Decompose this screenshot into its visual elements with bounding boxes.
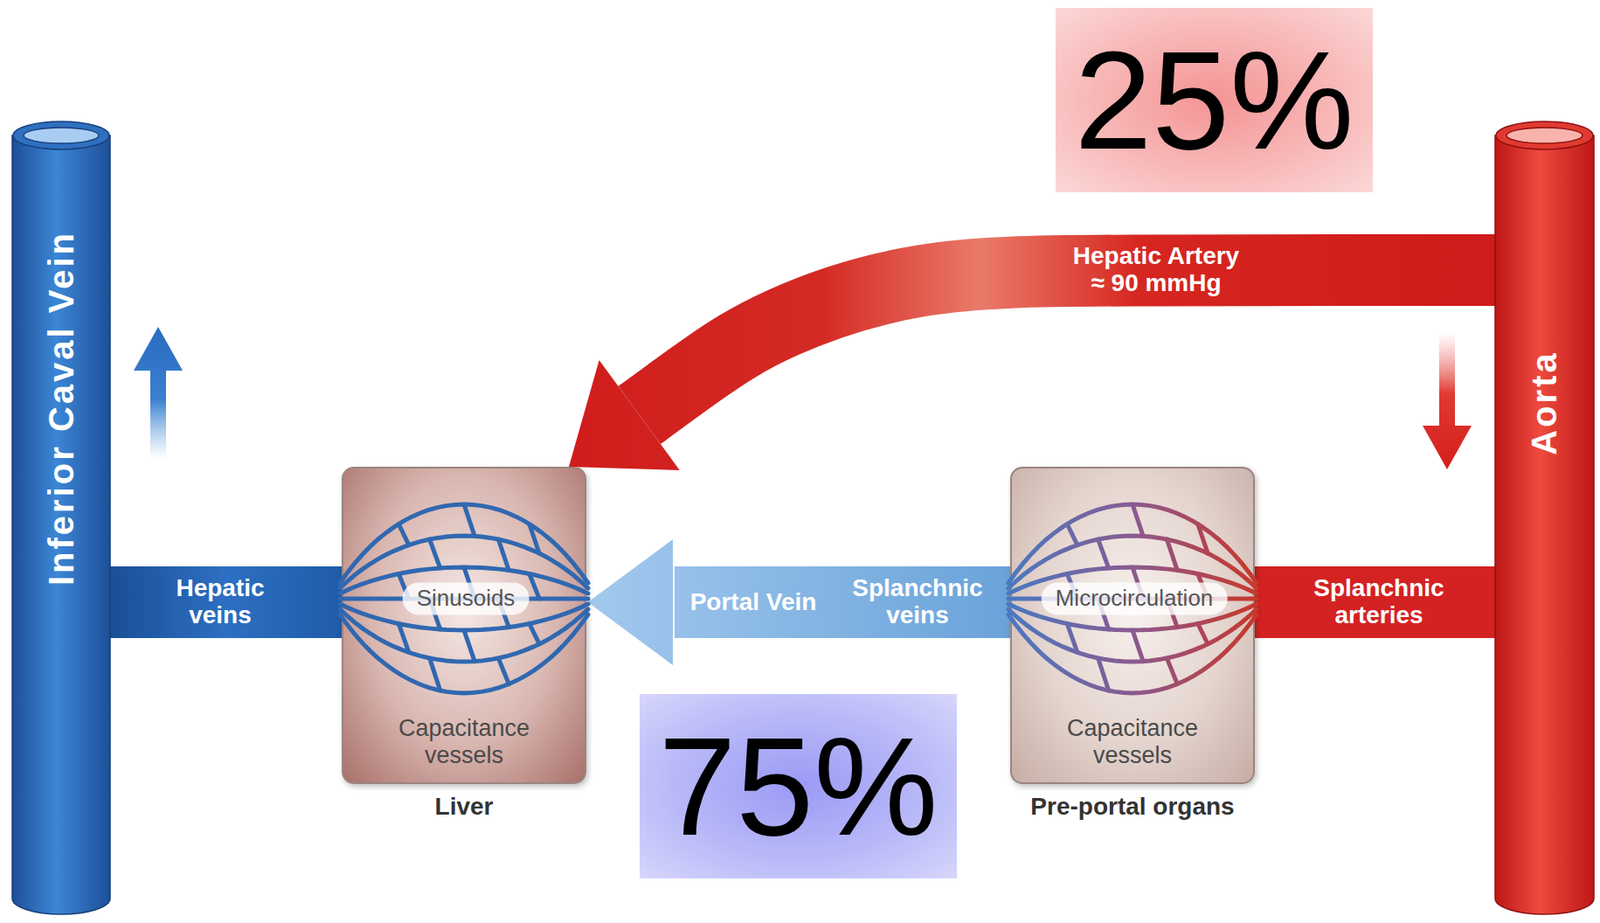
vein-tube: Inferior Caval Vein: [12, 109, 111, 918]
vessel-link: [429, 539, 441, 568]
tube-body: [12, 135, 111, 915]
flow-down-arrow: [1422, 332, 1472, 470]
vessel-link: [529, 623, 540, 645]
arrow-head: [568, 360, 680, 471]
vessel-label: Hepatic Artery ≈ 90 mmHg: [1066, 242, 1247, 298]
organ-box: Capacitance vesselsPre-portal organsMicr…: [1010, 466, 1255, 784]
vessel-line: [339, 614, 589, 693]
flow-share: 75%: [658, 716, 938, 857]
vessel-link: [429, 658, 441, 691]
percent-box: 25%: [1055, 7, 1373, 193]
vessel-link: [464, 630, 475, 662]
vessel-link: [398, 623, 409, 653]
vessel-link: [498, 658, 509, 685]
vessel-pill: Sinusoids: [402, 581, 530, 615]
vessel-band: [110, 566, 342, 638]
artery-tube: Aorta: [1495, 109, 1594, 918]
vessel-caption: Capacitance vessels: [372, 714, 556, 769]
tube-shape: [1495, 109, 1594, 918]
vessel-link: [1166, 658, 1178, 685]
tube-rim: [1496, 121, 1594, 150]
flow-up-arrow: [133, 326, 183, 459]
vessel-name: Aorta: [1524, 350, 1565, 455]
vessel-link: [1198, 524, 1208, 555]
vessel-link: [1066, 623, 1078, 653]
vessel-name: Inferior Caval Vein: [41, 230, 82, 586]
vessel-link: [1166, 539, 1178, 570]
vessel-line: [1008, 609, 1257, 662]
vessel-link: [1098, 658, 1109, 691]
tube-body: [1495, 135, 1594, 915]
vessel-pill: Microcirculation: [1041, 581, 1228, 615]
vessel-network: [1008, 504, 1257, 693]
vessel-link: [1198, 623, 1208, 645]
vessel-label: Splanchnic veins: [838, 574, 997, 630]
vessel-band: [639, 270, 1496, 416]
vessel-link: [464, 504, 475, 536]
organ-box: Capacitance vesselsLiverSinusoids: [341, 466, 587, 784]
vessel-line: [1008, 614, 1257, 693]
vessel-link: [398, 524, 409, 546]
vessel-label: Splanchnic arteries: [1295, 574, 1462, 630]
vessel-label: Hepatic veins: [159, 574, 282, 630]
vessel-network: [339, 504, 589, 693]
vessel-link: [1098, 539, 1109, 568]
flow-share: 25%: [1073, 30, 1354, 171]
vessel-label: Portal Vein: [690, 588, 818, 617]
vessel-line: [339, 609, 589, 662]
vessel-link: [498, 539, 509, 570]
vessel-bed-name: Sinusoids: [416, 584, 516, 612]
vessel-link: [1066, 524, 1078, 546]
vessel-bed-name: Microcirculation: [1055, 584, 1214, 612]
percent-box: 75%: [639, 693, 957, 879]
organ-name: Pre-portal organs: [1030, 792, 1234, 821]
vessel-link: [1132, 504, 1143, 536]
arrow-head: [586, 537, 674, 667]
vessel-band: [1254, 566, 1496, 638]
tube-opening: [23, 127, 99, 144]
tube-rim: [13, 121, 110, 150]
vessel-link: [529, 524, 540, 555]
vessel-connector: [568, 270, 1496, 471]
vessel-link: [1132, 630, 1143, 662]
tube-opening: [1506, 127, 1583, 144]
organ-name: Liver: [435, 792, 494, 821]
vessel-caption: Capacitance vessels: [1040, 714, 1225, 769]
vessel-link: [529, 574, 540, 600]
vessel-band: [673, 566, 1011, 638]
vessel-connector: [586, 537, 1011, 667]
